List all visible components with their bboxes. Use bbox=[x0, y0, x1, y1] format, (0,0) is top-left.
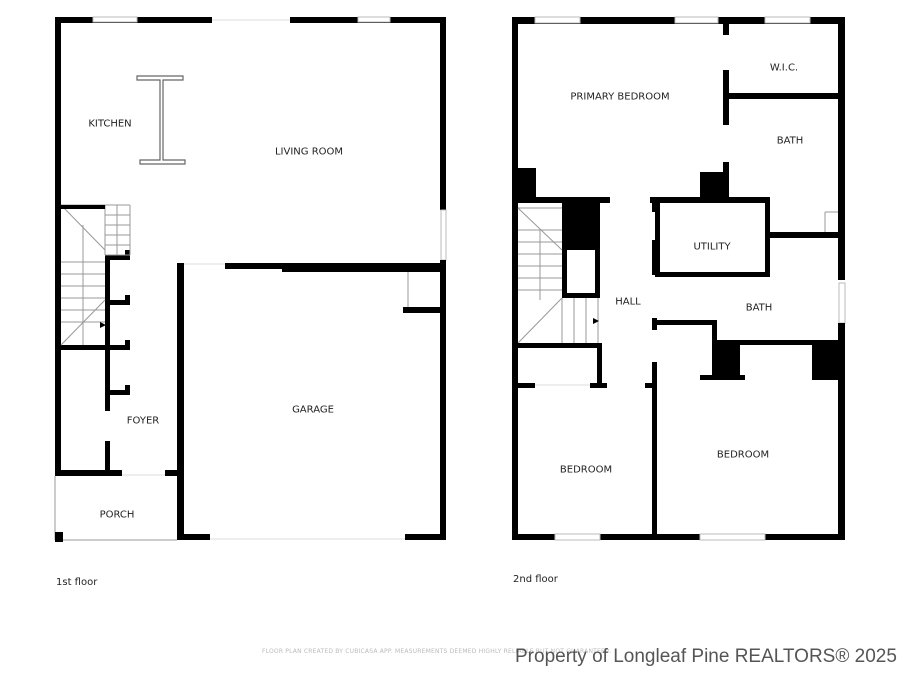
window bbox=[699, 533, 766, 541]
wall bbox=[712, 340, 838, 345]
wall bbox=[105, 441, 110, 471]
wall bbox=[105, 345, 130, 350]
wall bbox=[645, 383, 657, 388]
wall bbox=[700, 375, 712, 380]
wall bbox=[105, 390, 130, 395]
wall bbox=[652, 200, 657, 212]
wall bbox=[512, 383, 535, 388]
window bbox=[554, 533, 601, 541]
wall bbox=[712, 340, 740, 380]
room-label-kitchen: KITCHEN bbox=[88, 118, 132, 130]
wall bbox=[765, 197, 770, 277]
wall bbox=[105, 300, 130, 305]
wall bbox=[770, 232, 838, 238]
wall bbox=[729, 93, 838, 99]
window bbox=[440, 209, 447, 261]
thin-line bbox=[60, 299, 106, 346]
wall bbox=[125, 385, 130, 395]
room-label-bath-hall: BATH bbox=[745, 302, 773, 314]
wall bbox=[512, 197, 610, 203]
wall bbox=[177, 263, 184, 540]
wall bbox=[838, 323, 845, 540]
wall bbox=[723, 24, 729, 35]
wall bbox=[61, 345, 105, 350]
thin-line bbox=[60, 204, 106, 251]
wall bbox=[165, 470, 184, 476]
room-label-foyer: FOYER bbox=[126, 415, 160, 427]
wall bbox=[723, 70, 729, 125]
wall bbox=[105, 255, 110, 411]
thin-line bbox=[517, 297, 563, 344]
room-label-bedroom-2: BEDROOM bbox=[716, 449, 770, 461]
room-label-porch: PORCH bbox=[99, 509, 135, 521]
wall bbox=[512, 343, 602, 348]
disclaimer-text: FLOOR PLAN CREATED BY CUBICASA APP. MEAS… bbox=[262, 648, 612, 655]
window bbox=[357, 16, 391, 23]
floor-label-1st: 1st floor bbox=[56, 577, 98, 588]
stair-arrow-icon bbox=[100, 322, 106, 328]
wall bbox=[177, 534, 210, 540]
wall bbox=[55, 17, 61, 476]
wall bbox=[512, 534, 845, 540]
wall bbox=[597, 343, 602, 388]
wall bbox=[652, 362, 657, 540]
wall bbox=[562, 293, 600, 298]
wall bbox=[562, 250, 567, 298]
window bbox=[764, 16, 811, 24]
wall bbox=[125, 340, 130, 350]
wall bbox=[838, 17, 845, 280]
wall bbox=[125, 295, 130, 305]
wall bbox=[590, 383, 607, 388]
room-label-utility: UTILITY bbox=[693, 241, 731, 253]
wall bbox=[61, 205, 105, 209]
room-label-wic: W.I.C. bbox=[769, 62, 799, 74]
wall bbox=[403, 307, 440, 313]
watermark-text: Property of Longleaf Pine REALTORS® 2025 bbox=[515, 646, 897, 667]
wall bbox=[812, 340, 838, 380]
wall bbox=[562, 200, 600, 250]
wall bbox=[652, 240, 657, 275]
wall bbox=[595, 250, 600, 298]
thin-line bbox=[517, 207, 563, 251]
wall bbox=[405, 534, 446, 540]
wall bbox=[440, 17, 446, 210]
wall bbox=[282, 263, 446, 272]
stair-arrow-icon bbox=[593, 318, 599, 324]
room-label-primary-bedroom: PRIMARY BEDROOM bbox=[570, 91, 670, 103]
window bbox=[674, 16, 719, 24]
wall bbox=[655, 320, 715, 325]
wall bbox=[512, 17, 518, 540]
window bbox=[838, 282, 846, 324]
room-label-living-room: LIVING ROOM bbox=[274, 146, 344, 158]
wall bbox=[652, 318, 657, 330]
room-label-bedroom-1: BEDROOM bbox=[559, 464, 613, 476]
wall bbox=[740, 375, 745, 380]
wall bbox=[712, 320, 717, 345]
wall bbox=[440, 260, 446, 540]
wall bbox=[650, 197, 770, 203]
room-label-garage: GARAGE bbox=[292, 404, 334, 416]
window bbox=[92, 16, 138, 23]
wall bbox=[655, 197, 660, 277]
kitchen-island bbox=[136, 75, 186, 165]
wall bbox=[55, 532, 63, 542]
window bbox=[534, 16, 581, 24]
floor-label-2nd: 2nd floor bbox=[513, 574, 558, 585]
wall bbox=[655, 272, 770, 277]
room-label-hall: HALL bbox=[615, 296, 641, 308]
wall bbox=[512, 168, 536, 202]
wall bbox=[55, 470, 122, 476]
room-label-bath-primary: BATH bbox=[776, 135, 804, 147]
wall bbox=[105, 255, 130, 260]
